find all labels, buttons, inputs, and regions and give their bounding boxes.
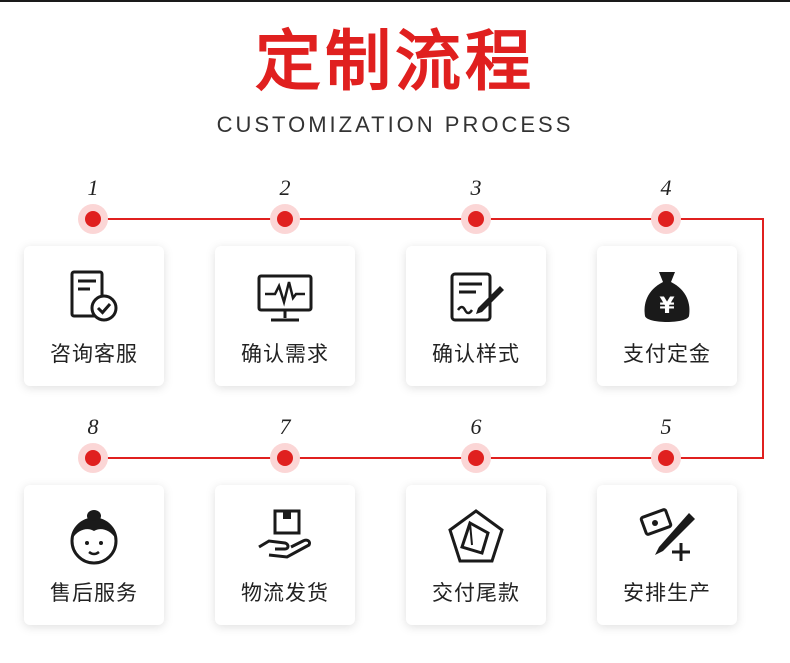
step-label-6: 交付尾款 [432,581,520,605]
step-label-3: 确认样式 [432,342,520,366]
step-card-deposit: ¥ 支付定金 [597,246,737,386]
step-number-7: 7 [279,414,291,439]
step-number-4: 4 [660,175,672,200]
step-label-5: 安排生产 [623,581,711,605]
step-dot-2 [270,204,300,234]
step-dot-5 [651,443,681,473]
step-number-5: 5 [660,414,672,439]
pentagon-diamond-icon [448,509,504,563]
document-pen-icon [450,272,504,322]
step-number-3: 3 [470,175,482,200]
svg-text:¥: ¥ [659,294,675,319]
step-card-style: 确认样式 [406,246,546,386]
step-number-6: 6 [470,414,482,439]
step-label-2: 确认需求 [241,342,329,366]
document-check-icon [70,270,118,322]
step-card-requirements: 确认需求 [215,246,355,386]
step-number-1: 1 [87,175,99,200]
step-card-after-sales: 售后服务 [24,485,164,625]
step-dot-6 [461,443,491,473]
step-number-8: 8 [87,414,99,439]
step-dot-7 [270,443,300,473]
step-card-final-payment: 交付尾款 [406,485,546,625]
step-dot-3 [461,204,491,234]
customer-service-icon [70,510,118,565]
step-card-consult: 咨询客服 [24,246,164,386]
page-title: 定制流程 [255,23,535,100]
step-label-7: 物流发货 [241,581,329,605]
step-dot-8 [78,443,108,473]
step-label-4: 支付定金 [623,342,711,366]
monitor-pulse-icon [257,274,313,322]
connector-line [93,218,764,459]
step-number-2: 2 [279,175,291,200]
step-card-shipping: 物流发货 [215,485,355,625]
step-label-1: 咨询客服 [50,342,138,366]
step-card-production: 安排生产 [597,485,737,625]
hand-box-icon [258,509,311,559]
step-dot-4 [651,204,681,234]
money-bag-yen-icon: ¥ [644,272,690,322]
step-label-8: 售后服务 [50,581,138,605]
top-rule [0,0,790,2]
step-dot-1 [78,204,108,234]
page-subtitle: CUSTOMIZATION PROCESS [216,112,574,137]
ticket-pencil-plus-icon [639,508,695,561]
